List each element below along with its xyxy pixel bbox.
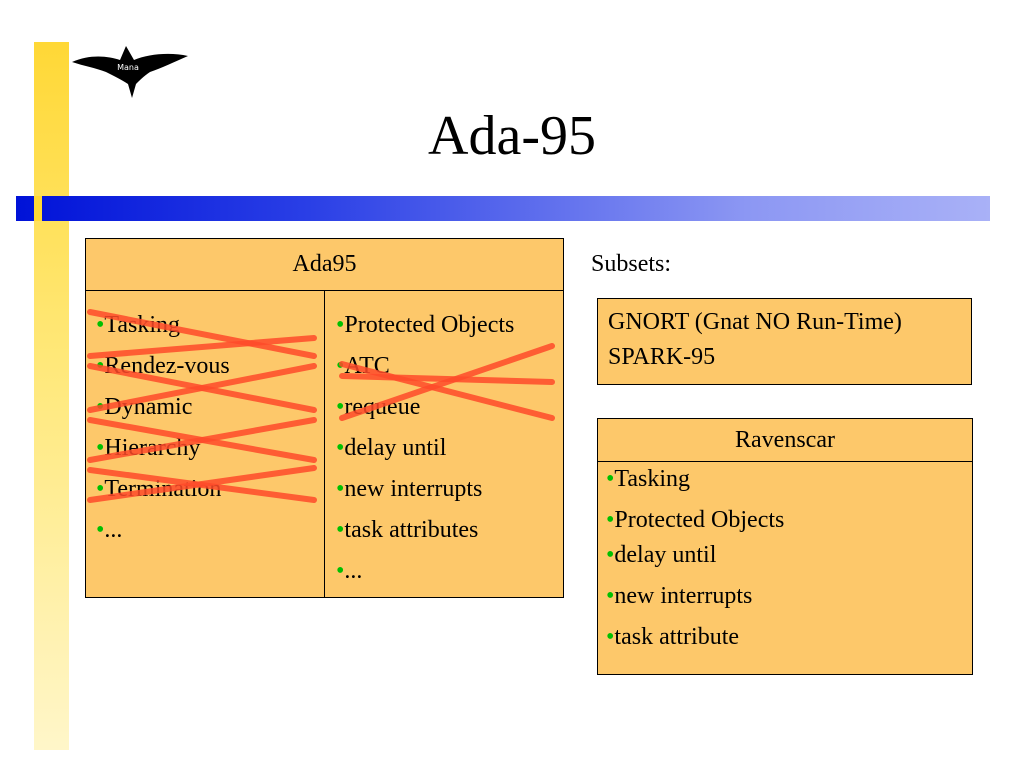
left-accent-bar [34,42,69,750]
subset-spark: SPARK-95 [608,344,716,370]
subset-gnort: GNORT (Gnat NO Run-Time) [608,309,902,335]
list-item-text: ... [344,558,363,584]
ada95-right-item: •requeue [336,387,514,428]
bullet-icon: • [606,507,615,533]
list-item-text: delay until [344,435,447,461]
bullet-icon: • [606,466,615,492]
ravenscar-header: Ravenscar [598,419,972,462]
list-item-text: Dynamic [104,394,193,420]
list-item-text: task attribute [614,624,740,650]
list-item-text: task attributes [344,517,479,543]
ada95-right-item: •ATC [336,346,514,387]
list-item-text: ATC [344,353,390,379]
list-item-text: Termination [104,476,222,502]
ravenscar-item: •Tasking [606,463,690,495]
ada95-right-item: •... [336,551,514,592]
ada95-left-item: •Dynamic [96,387,230,428]
slide-title: Ada-95 [428,105,596,167]
subsets-box: GNORT (Gnat NO Run-Time) SPARK-95 [597,298,972,385]
ada95-right-item: •Protected Objects [336,305,514,346]
ada95-right-item: •delay until [336,428,514,469]
ada95-column-divider [324,291,325,597]
ada95-right-item: •task attributes [336,510,514,551]
ada95-left-item: •... [96,510,230,551]
list-item-text: Rendez-vous [104,353,230,379]
list-item-text: Tasking [614,466,691,492]
ravenscar-item: •new interrupts [606,580,752,612]
bullet-icon: • [606,583,615,609]
ravenscar-item: •Protected Objects [606,504,784,536]
ada95-right-item: •new interrupts [336,469,514,510]
list-item-text: Protected Objects [614,507,785,533]
ada95-left-list: •Tasking•Rendez-vous•Dynamic•Hierarchy•T… [96,305,230,551]
ravenscar-item: •task attribute [606,621,739,653]
ravenscar-item: •delay until [606,539,716,571]
bullet-icon: • [606,624,615,650]
list-item-text: Protected Objects [344,312,515,338]
ada95-box: Ada95 •Tasking•Rendez-vous•Dynamic•Hiera… [85,238,564,598]
ada95-right-list: •Protected Objects•ATC•requeue•delay unt… [336,305,514,592]
ravenscar-box: Ravenscar •Tasking•Protected Objects•del… [597,418,973,675]
header-band-notch [34,196,42,221]
bullet-icon: • [336,476,345,502]
bullet-icon: • [336,517,345,543]
bullet-icon: • [606,542,615,568]
ada95-left-item: •Rendez-vous [96,346,230,387]
list-item-text: Hierarchy [104,435,201,461]
bullet-icon: • [336,435,345,461]
bullet-icon: • [96,517,105,543]
list-item-text: new interrupts [344,476,483,502]
bullet-icon: • [336,558,345,584]
list-item-text: ... [104,517,123,543]
bullet-icon: • [336,312,345,338]
raven-logo-icon: Mana [72,46,188,98]
ada95-left-item: •Termination [96,469,230,510]
header-band [16,196,990,221]
list-item-text: requeue [344,394,421,420]
list-item-text: delay until [614,542,717,568]
ada95-left-item: •Tasking [96,305,230,346]
subsets-label: Subsets: [591,251,672,277]
logo-text: Mana [117,63,139,72]
list-item-text: Tasking [104,312,181,338]
ada95-header: Ada95 [86,239,563,291]
ada95-left-item: •Hierarchy [96,428,230,469]
list-item-text: new interrupts [614,583,753,609]
